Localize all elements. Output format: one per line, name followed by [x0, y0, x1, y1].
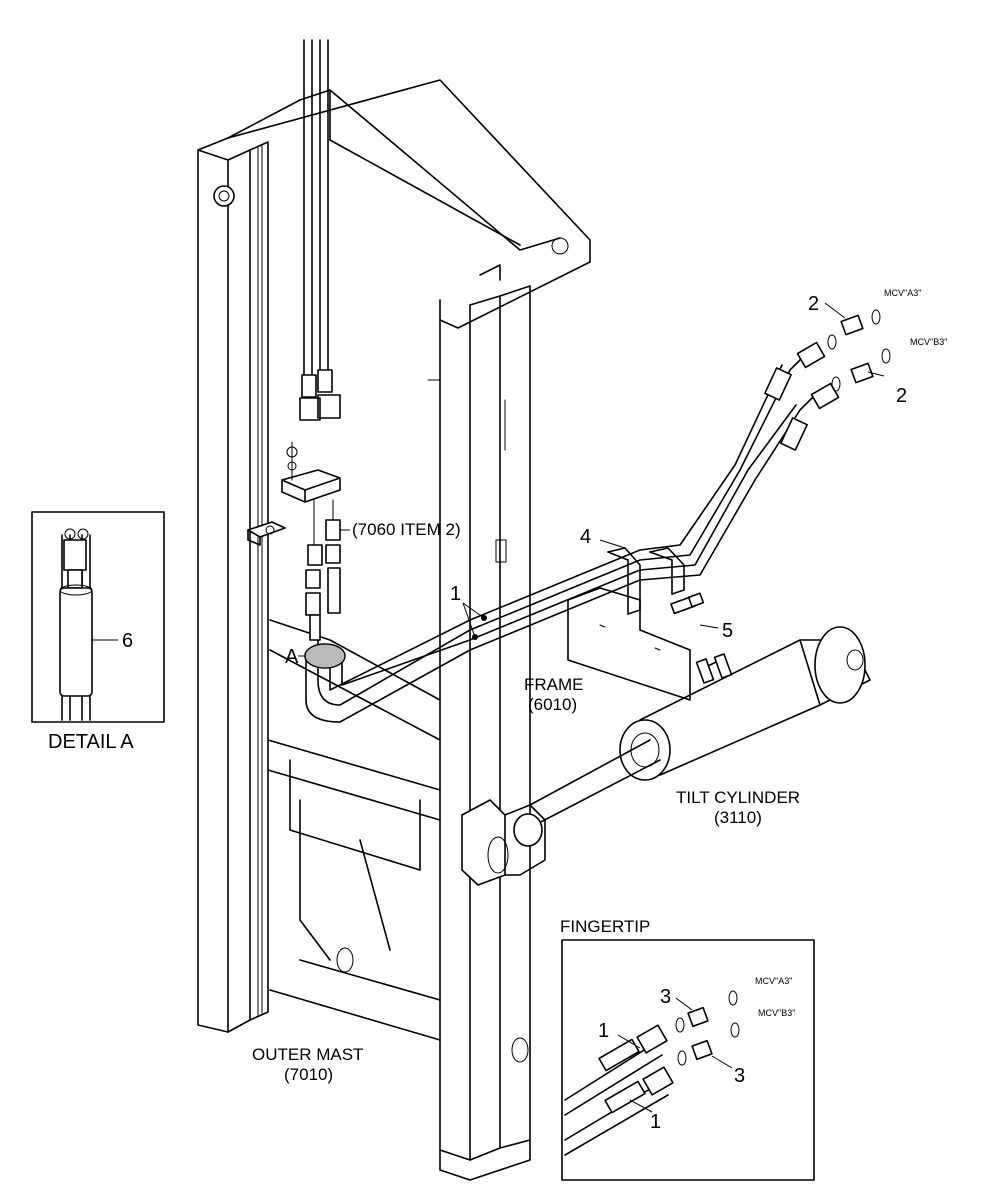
callout-2-top: 2 [808, 293, 819, 315]
detail-a-panel [31, 511, 165, 723]
outer-mast-code: (7010) [284, 1065, 333, 1084]
bolt-item-5 [670, 592, 705, 615]
inner-mast-hoses [247, 39, 341, 641]
callout-1-main: 1 [450, 583, 461, 605]
detail-a-title: DETAIL A [48, 731, 134, 753]
frame-code: (6010) [528, 695, 577, 714]
callout-6: 6 [122, 630, 133, 652]
tilt-cylinder-label: TILT CYLINDER [676, 788, 800, 807]
fingertip-callout-3-bottom: 3 [734, 1065, 745, 1087]
ref-7060-item-2: (7060 ITEM 2) [352, 520, 461, 539]
frame-label: FRAME [524, 675, 584, 694]
leader-lines [298, 302, 885, 657]
fingertip-panel [561, 939, 815, 1181]
fingertip-mcv-b3-label: MCV"B3" [758, 1008, 795, 1018]
callout-a: A [285, 646, 299, 668]
frame-drawing [567, 587, 691, 701]
callout-2-right: 2 [896, 385, 907, 407]
callout-4: 4 [580, 526, 591, 548]
fittings-mcv [827, 309, 891, 392]
mcv-a3-label-top: MCV"A3" [884, 288, 921, 298]
tilt-cylinder-drawing [461, 626, 871, 886]
tilt-cylinder-code: (3110) [714, 808, 762, 827]
fingertip-mcv-a3-label: MCV"A3" [755, 976, 792, 986]
callout-5: 5 [722, 620, 733, 642]
fingertip-callout-1-top: 1 [598, 1020, 609, 1042]
outer-mast-drawing [197, 79, 591, 1181]
outer-mast-label: OUTER MAST [252, 1045, 363, 1064]
fingertip-callout-3-top: 3 [660, 986, 671, 1008]
mcv-b3-label-top: MCV"B3" [910, 337, 947, 347]
fingertip-title: FINGERTIP [560, 917, 650, 936]
fingertip-callout-1-bottom: 1 [650, 1111, 661, 1133]
